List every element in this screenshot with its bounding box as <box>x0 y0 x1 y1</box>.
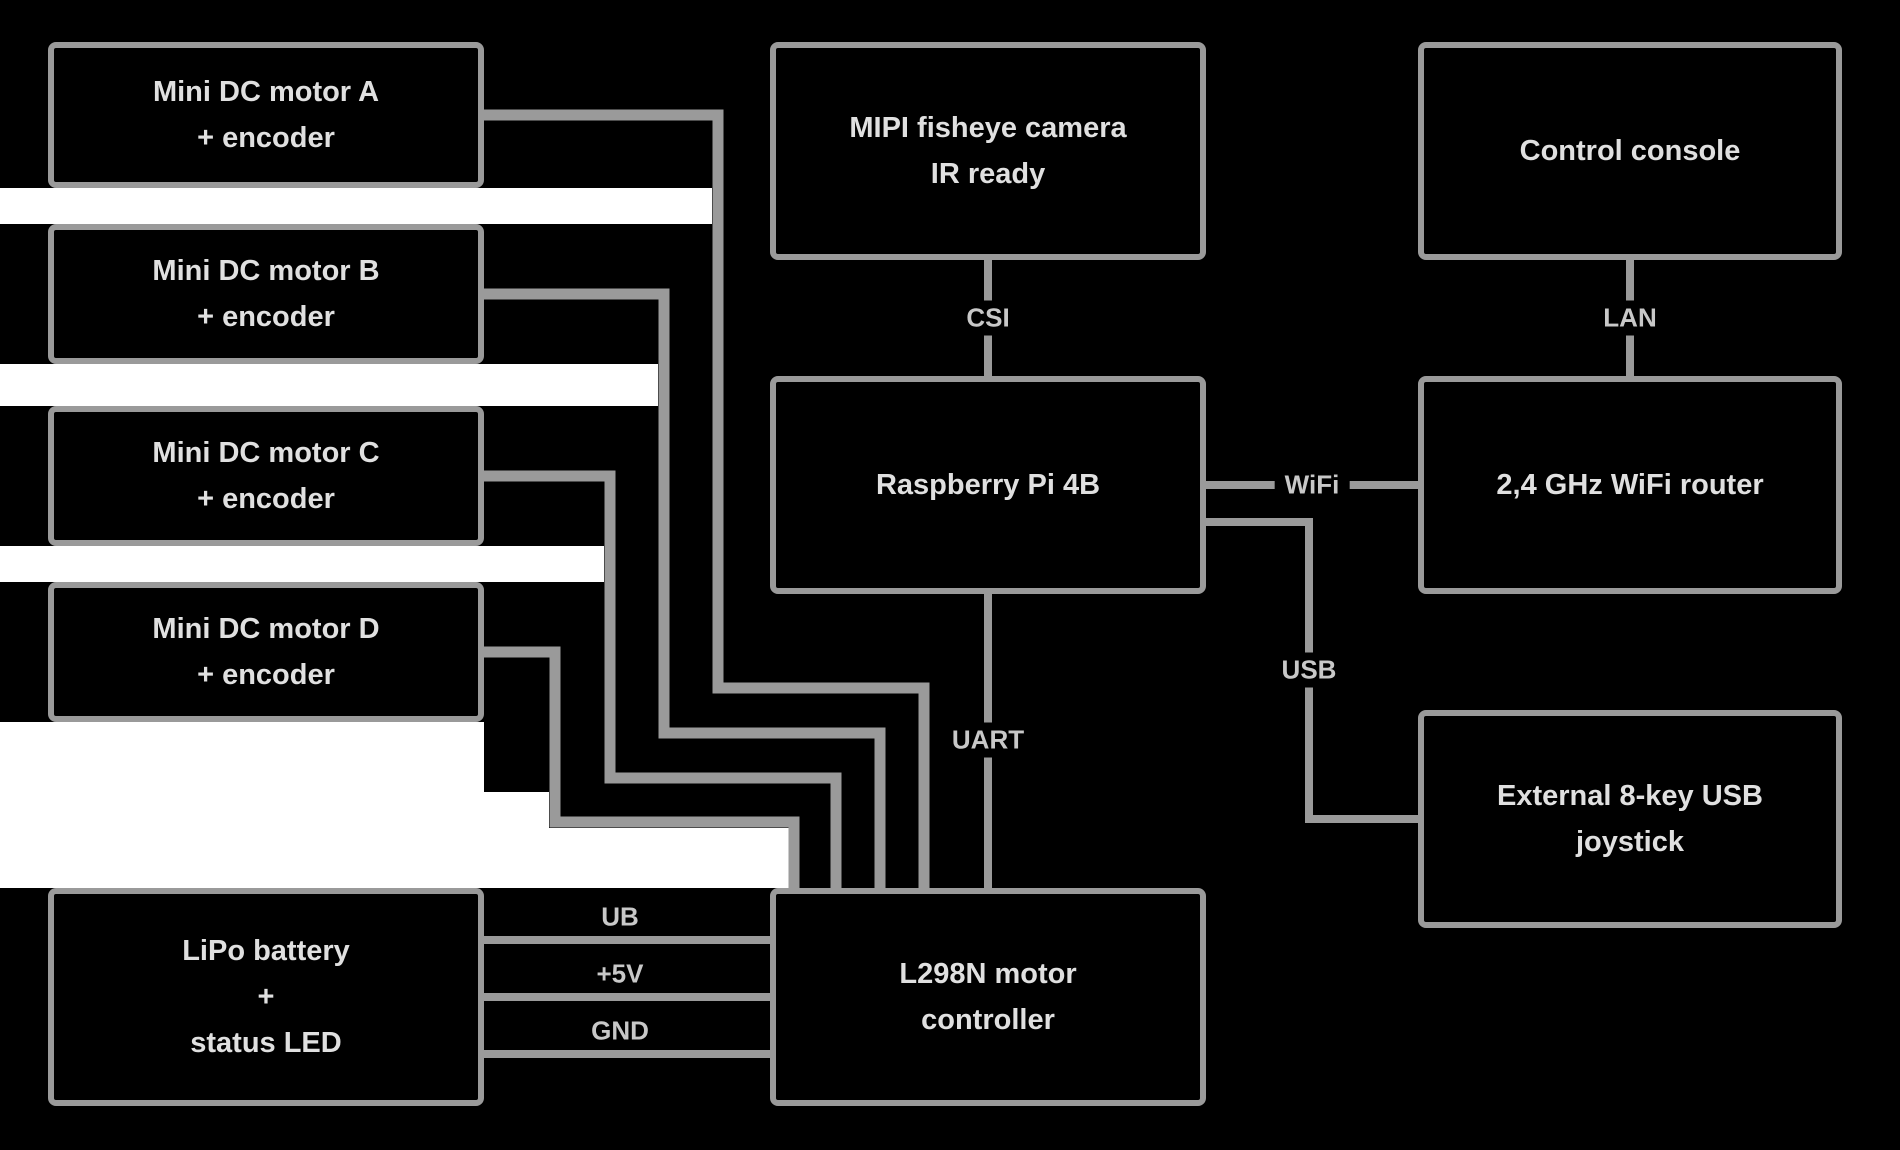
power-5v-label: +5V <box>586 956 654 992</box>
motor-d-line2: + encoder <box>197 659 335 691</box>
motor-b-box: Mini DC motor B + encoder <box>48 224 484 364</box>
wire-motor-d <box>484 646 800 900</box>
raspberry-pi-box: Raspberry Pi 4B <box>770 376 1206 594</box>
motor-c-line1: Mini DC motor C <box>152 436 380 469</box>
motor-b-line2: + encoder <box>197 301 335 333</box>
usb-label: USB <box>1271 652 1347 688</box>
lan-label: LAN <box>1593 300 1667 336</box>
motor-c-line2: + encoder <box>197 483 335 515</box>
camera-box: MIPI fisheye camera IR ready <box>770 42 1206 260</box>
motor-controller-line1: L298N motor <box>899 957 1077 990</box>
motor-controller-line2: controller <box>921 1004 1055 1036</box>
battery-line2: + <box>257 980 275 1013</box>
background-gap <box>0 364 658 406</box>
uart-label: UART <box>941 722 1035 758</box>
battery-line3: status LED <box>190 1027 342 1060</box>
wifi-router-box: 2,4 GHz WiFi router <box>1418 376 1842 594</box>
background-patch <box>484 722 558 792</box>
background-gap <box>0 188 712 224</box>
motor-a-line2: + encoder <box>197 122 335 154</box>
motor-controller-box: L298N motor controller <box>770 888 1206 1106</box>
csi-label: CSI <box>956 300 1020 336</box>
motor-a-line1: Mini DC motor A <box>152 75 380 108</box>
wire-motor-b <box>484 288 886 900</box>
usb-joystick-box: External 8-key USB joystick <box>1418 710 1842 928</box>
usb-joystick-line2: joystick <box>1576 826 1684 858</box>
raspberry-pi-line1: Raspberry Pi 4B <box>875 468 1101 501</box>
wifi-label: WiFi <box>1274 467 1350 503</box>
motor-b-line1: Mini DC motor B <box>152 254 380 287</box>
wifi-router-line1: 2,4 GHz WiFi router <box>1496 468 1764 501</box>
wire-motor-c <box>484 470 842 900</box>
control-console-box: Control console <box>1418 42 1842 260</box>
motor-c-box: Mini DC motor C + encoder <box>48 406 484 546</box>
control-console-line1: Control console <box>1519 134 1741 167</box>
wire-motor-a <box>484 109 930 900</box>
motor-d-line1: Mini DC motor D <box>152 612 380 645</box>
camera-line1: MIPI fisheye camera <box>849 111 1127 144</box>
motor-a-box: Mini DC motor A + encoder <box>48 42 484 188</box>
camera-line2: IR ready <box>930 158 1046 190</box>
battery-line1: LiPo battery <box>182 934 350 967</box>
power-gnd-label: GND <box>581 1013 659 1049</box>
background-gap <box>549 828 789 888</box>
motor-d-box: Mini DC motor D + encoder <box>48 582 484 722</box>
background-gap <box>0 546 604 582</box>
power-ub-label: UB <box>591 899 649 935</box>
battery-box: LiPo battery + status LED <box>48 888 484 1106</box>
background-gap <box>0 722 549 888</box>
usb-joystick-line1: External 8-key USB <box>1497 779 1763 812</box>
